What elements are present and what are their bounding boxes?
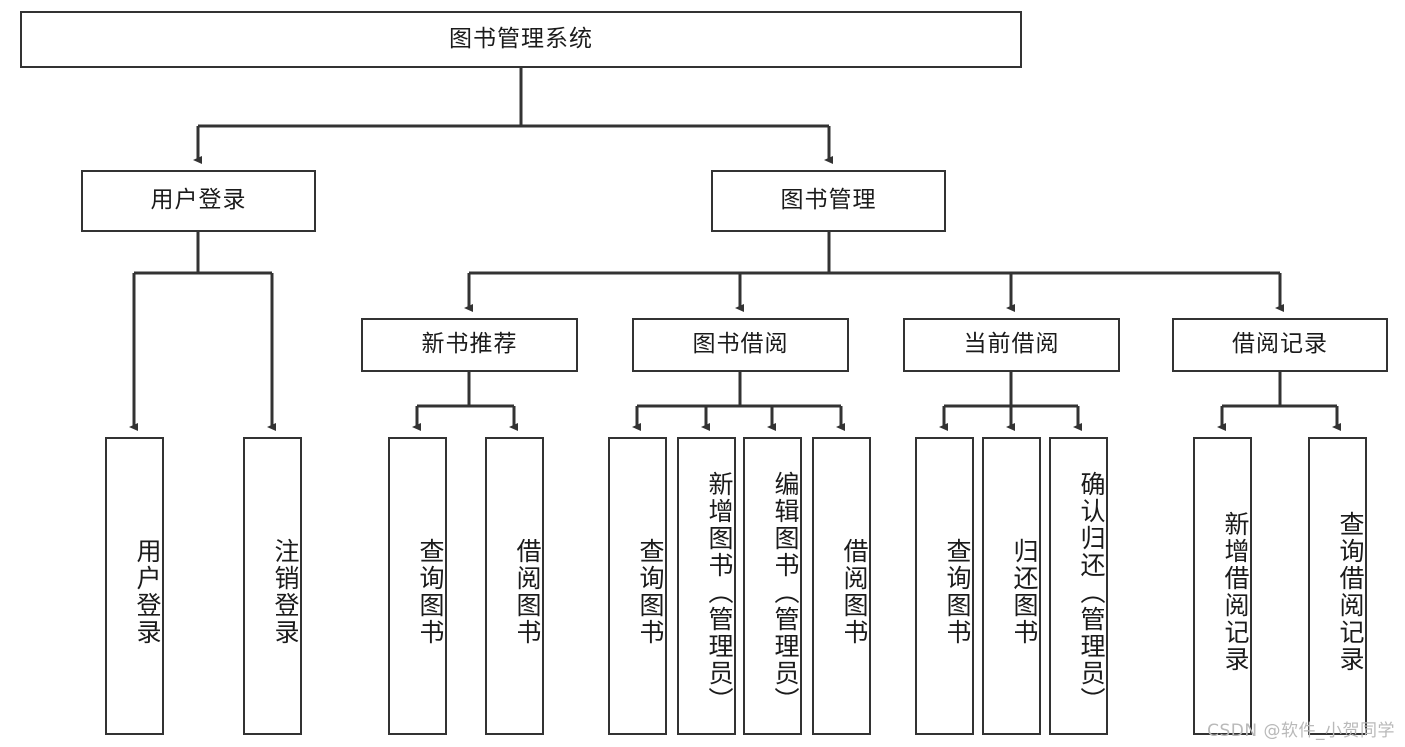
node-leaf-user-logout[interactable]: 注销登录	[243, 437, 302, 735]
node-leaf-borrow-borrow-book[interactable]: 借阅图书	[812, 437, 871, 735]
node-leaf-borrow-edit-book[interactable]: 编辑图书（管理员）	[743, 437, 802, 735]
node-leaf-rec-query-book[interactable]: 查询图书	[388, 437, 447, 735]
node-book-management-label: 图书管理	[780, 187, 877, 214]
node-borrow-record[interactable]: 借阅记录	[1172, 318, 1388, 372]
node-leaf-borrow-edit-book-label: 编辑图书（管理员）	[771, 470, 800, 714]
node-leaf-borrow-query-book[interactable]: 查询图书	[608, 437, 667, 735]
node-leaf-borrow-borrow-book-label: 借阅图书	[840, 538, 869, 646]
node-new-book-recommend-label: 新书推荐	[421, 331, 518, 358]
node-leaf-current-query-book[interactable]: 查询图书	[915, 437, 974, 735]
node-leaf-current-return-book[interactable]: 归还图书	[982, 437, 1041, 735]
watermark-label: CSDN @软件_小贺同学	[1207, 721, 1395, 741]
node-user-login[interactable]: 用户登录	[81, 170, 316, 232]
node-current-borrow-label: 当前借阅	[963, 331, 1060, 358]
node-leaf-rec-borrow-book-label: 借阅图书	[513, 538, 542, 646]
node-book-borrow-label: 图书借阅	[692, 331, 789, 358]
node-leaf-record-add[interactable]: 新增借阅记录	[1193, 437, 1252, 735]
node-leaf-user-login-label: 用户登录	[133, 538, 162, 646]
node-root[interactable]: 图书管理系统	[20, 11, 1022, 68]
node-leaf-user-logout-label: 注销登录	[271, 538, 300, 646]
node-leaf-borrow-query-book-label: 查询图书	[636, 538, 665, 646]
node-leaf-current-confirm-return-label: 确认归还（管理员）	[1077, 470, 1106, 714]
node-leaf-record-query[interactable]: 查询借阅记录	[1308, 437, 1367, 735]
node-leaf-current-return-book-label: 归还图书	[1010, 538, 1039, 646]
node-book-borrow[interactable]: 图书借阅	[632, 318, 849, 372]
node-leaf-rec-query-book-label: 查询图书	[416, 538, 445, 646]
node-borrow-record-label: 借阅记录	[1232, 331, 1328, 358]
node-leaf-borrow-add-book[interactable]: 新增图书（管理员）	[677, 437, 736, 735]
node-user-login-label: 用户登录	[150, 187, 247, 214]
node-leaf-current-query-book-label: 查询图书	[943, 538, 972, 646]
node-new-book-recommend[interactable]: 新书推荐	[361, 318, 578, 372]
node-leaf-record-query-label: 查询借阅记录	[1336, 511, 1365, 673]
node-leaf-record-add-label: 新增借阅记录	[1221, 511, 1250, 673]
node-book-management[interactable]: 图书管理	[711, 170, 946, 232]
node-leaf-user-login[interactable]: 用户登录	[105, 437, 164, 735]
node-leaf-borrow-add-book-label: 新增图书（管理员）	[705, 470, 734, 714]
node-current-borrow[interactable]: 当前借阅	[903, 318, 1120, 372]
node-leaf-current-confirm-return[interactable]: 确认归还（管理员）	[1049, 437, 1108, 735]
node-leaf-rec-borrow-book[interactable]: 借阅图书	[485, 437, 544, 735]
node-root-label: 图书管理系统	[449, 25, 593, 52]
